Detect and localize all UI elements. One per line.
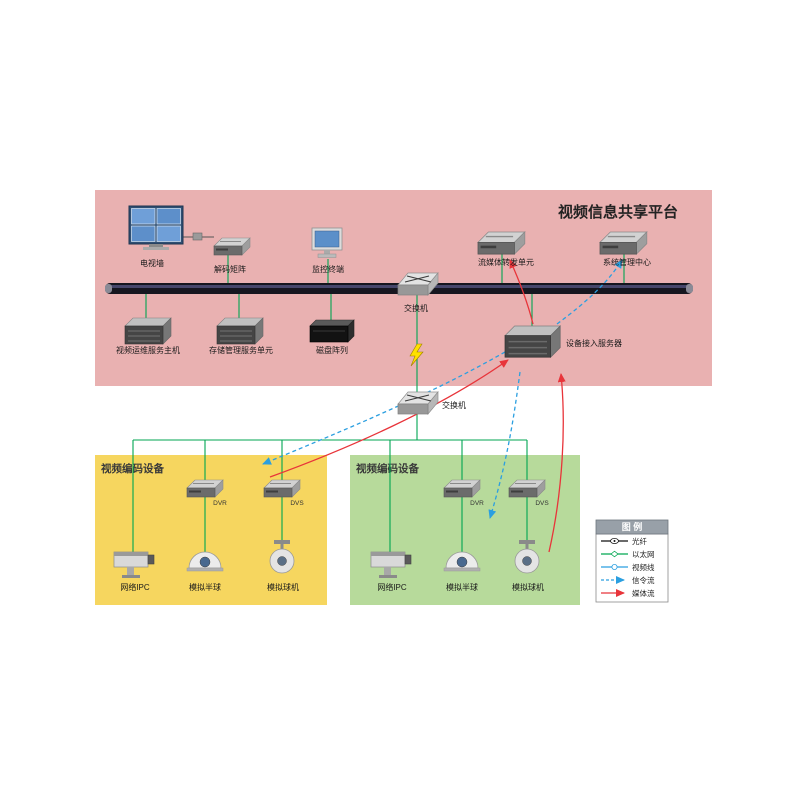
legend-item-media: 媒体流 (601, 588, 655, 598)
disk-array-label: 磁盘阵列 (316, 345, 348, 355)
legend-item-fiber: 光纤 (601, 536, 647, 546)
legend-item-signal: 信令流 (601, 575, 655, 585)
ops-host-icon (124, 317, 172, 345)
left-dvr-icon (186, 479, 224, 498)
switch-bottom-icon (397, 391, 439, 415)
flow-arrows (262, 259, 623, 553)
right-dvr-icon (443, 479, 481, 498)
access-server-icon (504, 325, 561, 358)
sys-center-label: 系统管理中心 (603, 257, 651, 267)
legend-fiber-label: 光纤 (632, 536, 647, 546)
tv-wall-icon (128, 205, 184, 251)
platform-title: 视频信息共享平台 (558, 203, 678, 221)
left-ipc-label: 网络IPC (120, 582, 150, 592)
video-line-icon (611, 564, 618, 571)
right-dome-label: 模拟半球 (446, 582, 478, 592)
access-server-label: 设备接入服务器 (566, 338, 622, 348)
stream-unit-label: 流媒体转发单元 (478, 257, 534, 267)
right-ipc-label: 网络IPC (377, 582, 407, 592)
switch-top-label: 交换机 (404, 303, 428, 313)
ethernet-links (132, 254, 625, 552)
disk-array-icon (309, 319, 355, 343)
right-dvs-icon (508, 479, 546, 498)
signal-flow-to-sys-center (556, 259, 623, 325)
legend-item-ethernet: 以太网 (601, 549, 655, 559)
left-dvr-label: DVR (213, 500, 227, 507)
left-dome-label: 模拟半球 (189, 582, 221, 592)
tv-wall-label: 电视墙 (140, 258, 164, 268)
monitor-terminal-label: 监控终端 (312, 264, 344, 274)
right-dvr-label: DVR (470, 500, 484, 507)
storage-unit-icon (216, 317, 264, 345)
media-flow-to-stream-unit (509, 259, 534, 325)
right-dvs-label: DVS (535, 500, 549, 507)
sys-center-icon (599, 231, 648, 255)
storage-unit-label: 存储管理服务单元 (209, 345, 273, 355)
legend-item-video: 视频线 (601, 562, 655, 572)
decoder-matrix-label: 解码矩阵 (214, 264, 246, 274)
ethernet-icon (610, 550, 619, 558)
legend-title: 图 例 (622, 521, 643, 532)
legend-media-label: 媒体流 (632, 588, 655, 598)
signal-flow-to-right-region (488, 371, 521, 519)
switch-bottom-label: 交换机 (442, 400, 466, 410)
ops-host-label: 视频运维服务主机 (116, 345, 180, 355)
legend-video-label: 视频线 (632, 562, 655, 572)
stream-unit-icon (477, 231, 526, 255)
left-ptz-label: 模拟球机 (267, 582, 299, 592)
media-flow-from-left-region (269, 359, 509, 478)
media-flow-from-right-region (548, 373, 566, 553)
signal-flow-to-left-region (262, 351, 506, 465)
legend-ethernet-label: 以太网 (632, 549, 655, 559)
right-ptz-label: 模拟球机 (512, 582, 544, 592)
legend-signal-label: 信令流 (632, 575, 655, 585)
lightning-icon (409, 343, 424, 367)
encoder-region-right-label: 视频编码设备 (356, 462, 419, 475)
decoder-matrix-icon (213, 237, 251, 256)
left-dvs-icon (263, 479, 301, 498)
left-dvs-label: DVS (290, 500, 304, 507)
legend: 图 例 光纤 以太网 视频线 信令流 媒体流 (595, 519, 669, 603)
tvwall-cable (183, 232, 214, 241)
